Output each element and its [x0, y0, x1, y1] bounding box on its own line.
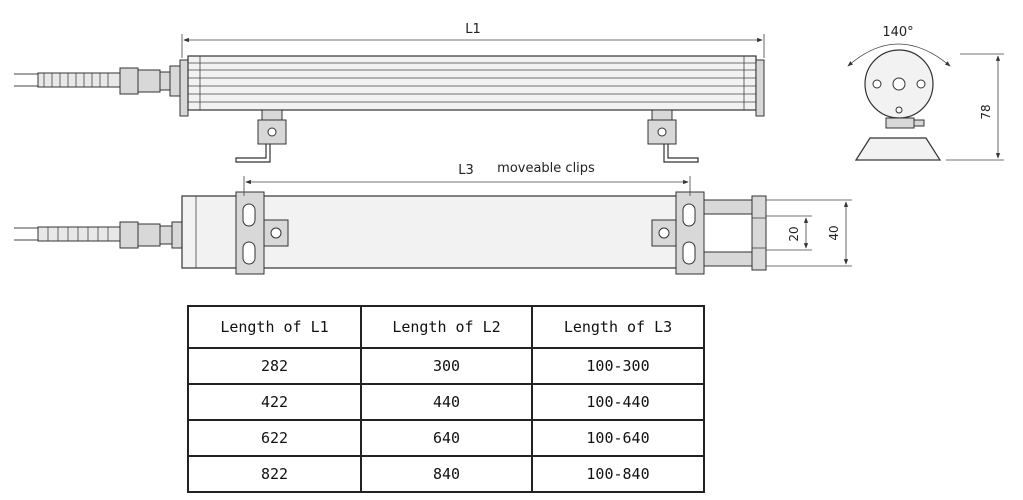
clip-right	[651, 191, 705, 275]
table-cell: 422	[187, 383, 362, 421]
dimension-l3-label: L3	[458, 163, 474, 178]
end-view-base	[854, 137, 942, 161]
table-row: 422 440 100-440	[187, 383, 705, 421]
table-header: Length of L1	[187, 305, 362, 349]
side-cable-gland	[119, 65, 181, 97]
top-cable-gland	[119, 221, 183, 249]
dimension-l3: L3 moveable clips	[243, 161, 691, 196]
table-cell: 822	[187, 455, 362, 493]
table-header: Length of L2	[360, 305, 533, 349]
dimension-l1-label: L1	[465, 22, 481, 37]
table-header: Length of L3	[531, 305, 705, 349]
table-cell: 100-300	[531, 347, 705, 385]
dimension-l1: L1	[181, 22, 765, 58]
dimension-height: 78	[946, 53, 1004, 161]
side-cable	[14, 72, 121, 88]
dimension-outer-gap: 40	[766, 199, 852, 267]
side-bracket-right	[647, 109, 699, 163]
end-view-knob	[885, 117, 915, 129]
top-view: L3 moveable clips 20 40	[14, 161, 852, 275]
dimension-height-label: 78	[979, 104, 993, 119]
end-view: 140° 78	[847, 25, 1004, 161]
top-cable	[14, 226, 121, 242]
dimension-inner-gap: 20	[766, 215, 812, 251]
side-end-cap-left	[179, 59, 189, 117]
side-fixture-body	[187, 55, 757, 111]
table-cell: 640	[360, 419, 533, 457]
side-view: L1	[14, 22, 765, 163]
table-row: 622 640 100-640	[187, 419, 705, 457]
table-header-row: Length of L1 Length of L2 Length of L3	[187, 305, 705, 349]
clip-left	[235, 191, 289, 275]
rotation-arc	[847, 43, 951, 67]
dimension-inner-gap-label: 20	[787, 226, 801, 241]
side-end-cap-right	[755, 59, 765, 117]
moveable-clips-note: moveable clips	[497, 161, 595, 176]
rotation-angle-label: 140°	[882, 25, 913, 40]
table-cell: 300	[360, 347, 533, 385]
table-cell: 282	[187, 347, 362, 385]
dimension-outer-gap-label: 40	[827, 225, 841, 240]
end-view-center-hole	[892, 77, 906, 91]
table-cell: 100-640	[531, 419, 705, 457]
length-spec-table: Length of L1 Length of L2 Length of L3 2…	[187, 305, 705, 493]
table-row: 282 300 100-300	[187, 347, 705, 385]
table-row: 822 840 100-840	[187, 455, 705, 493]
table-cell: 840	[360, 455, 533, 493]
table-cell: 100-840	[531, 455, 705, 493]
table-cell: 100-440	[531, 383, 705, 421]
table-cell: 440	[360, 383, 533, 421]
side-bracket-left	[235, 109, 287, 163]
table-cell: 622	[187, 419, 362, 457]
top-end-fittings	[703, 195, 767, 271]
